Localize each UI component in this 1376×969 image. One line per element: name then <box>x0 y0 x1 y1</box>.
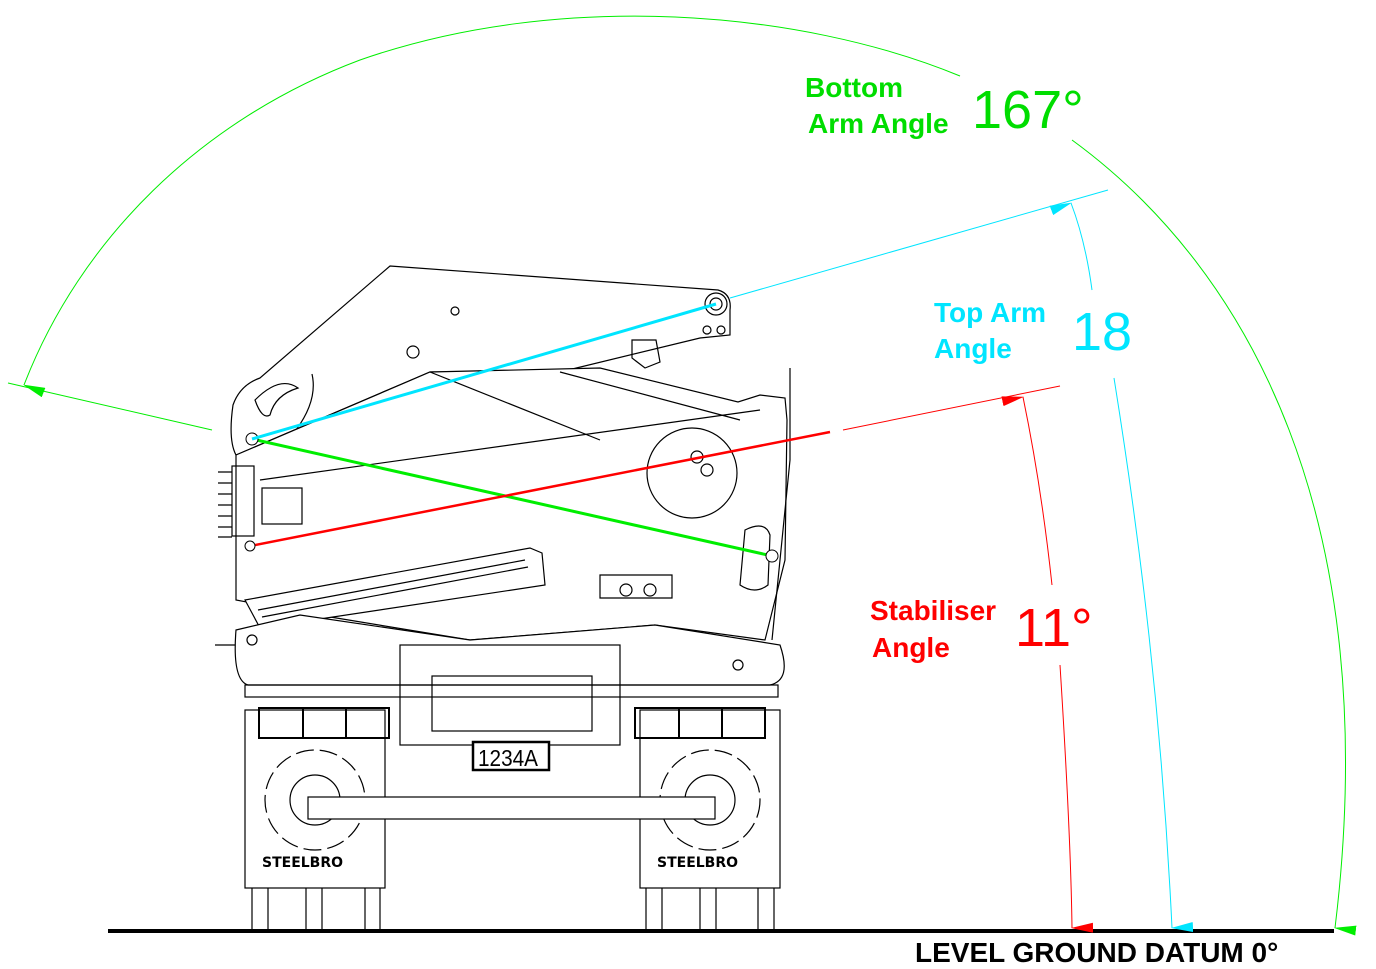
stabiliser-line <box>249 430 831 548</box>
bottom-arm-label-2: Arm Angle <box>808 108 949 139</box>
tail-light-divider <box>302 708 347 738</box>
top-arm-arc-lower <box>1113 377 1194 932</box>
stabiliser-pivot <box>244 540 256 552</box>
base-chassis <box>234 614 785 686</box>
bolt <box>702 325 712 335</box>
bottom-arm-extension <box>7 382 213 431</box>
top-arm-line <box>251 302 717 441</box>
deck <box>244 684 779 698</box>
brand-left: STEELBRO <box>262 855 343 871</box>
bottom-arm-label-1: Bottom <box>805 72 903 103</box>
tyres-left <box>251 888 381 930</box>
stabiliser-arc-lower <box>1059 664 1094 933</box>
brand-right: STEELBRO <box>657 855 738 871</box>
upright <box>771 368 791 641</box>
bolt <box>450 306 460 316</box>
pivot-hub <box>646 427 738 519</box>
number-plate-text: 1234A <box>478 745 539 771</box>
tail-light-right <box>634 707 766 739</box>
box-port <box>619 583 633 597</box>
tyres-right <box>645 888 775 930</box>
bottom-arm-line <box>251 437 773 558</box>
arm-edge <box>259 409 761 481</box>
stabiliser-label-2: Angle <box>872 632 950 663</box>
ground-datum-label: LEVEL GROUND DATUM 0° <box>915 937 1278 968</box>
junction-box <box>599 574 673 599</box>
top-arm <box>230 265 731 456</box>
stabiliser-arc-upper <box>1001 396 1053 586</box>
number-plate <box>471 740 551 772</box>
bottom-arm-arc-upper <box>23 15 961 398</box>
stabiliser-extension <box>842 385 1061 431</box>
bolt <box>700 463 714 477</box>
bracket <box>631 339 661 369</box>
bottom-arm-arc-lower <box>1071 139 1357 936</box>
battery-box <box>431 675 593 732</box>
control-valve-bank <box>218 465 303 538</box>
top-arm-label-2: Angle <box>934 333 1012 364</box>
tail-light-left <box>258 707 390 739</box>
top-arm-pin <box>704 292 728 316</box>
stabiliser-angle-value: 11° <box>1015 598 1093 658</box>
ram-rod <box>257 559 529 618</box>
stabiliser-ram <box>244 547 546 629</box>
top-arm-pin-inner <box>709 297 723 311</box>
rear-bumper <box>307 796 716 820</box>
stabiliser-label-1: Stabiliser <box>870 595 996 626</box>
arm-strut <box>429 371 741 441</box>
top-arm-extension <box>729 189 1109 299</box>
box-port <box>643 583 657 597</box>
hole <box>406 345 420 359</box>
bolt <box>716 325 726 335</box>
bottom-arm-angle-value: 167° <box>972 80 1084 140</box>
top-arm-arc-upper <box>1049 202 1093 291</box>
bolt <box>246 634 258 646</box>
bottom-arm-pin <box>765 549 779 563</box>
slot <box>739 525 771 591</box>
steelbro-sidelifter-machine: 1234A STEELBRO STEELBRO <box>215 265 791 930</box>
top-arm-angle-value: 18 <box>1072 302 1132 362</box>
bolt <box>732 659 744 671</box>
top-arm-label-1: Top Arm <box>934 297 1046 328</box>
tail-light-divider <box>678 708 723 738</box>
